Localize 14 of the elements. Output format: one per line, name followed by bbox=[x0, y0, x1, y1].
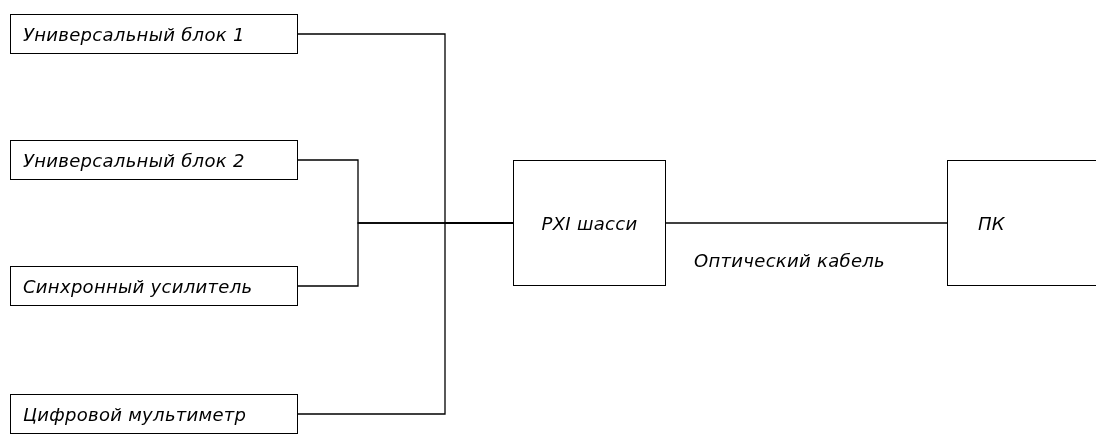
block-label: Синхронный усилитель bbox=[23, 275, 253, 297]
block-label: PXI шасси bbox=[541, 212, 638, 234]
block-label: ПК bbox=[978, 212, 1005, 234]
block-label: Универсальный блок 1 bbox=[23, 23, 245, 45]
connector-line bbox=[665, 222, 948, 224]
block-label: Цифровой мультиметр bbox=[23, 403, 247, 425]
block-box bbox=[947, 160, 1096, 286]
edge-label: Оптический кабель bbox=[694, 250, 885, 271]
block-box bbox=[10, 14, 298, 54]
block-box bbox=[10, 394, 298, 434]
block-box bbox=[10, 140, 298, 180]
block-box bbox=[513, 160, 666, 286]
block-box bbox=[10, 266, 298, 306]
block-label: Универсальный блок 2 bbox=[23, 149, 245, 171]
